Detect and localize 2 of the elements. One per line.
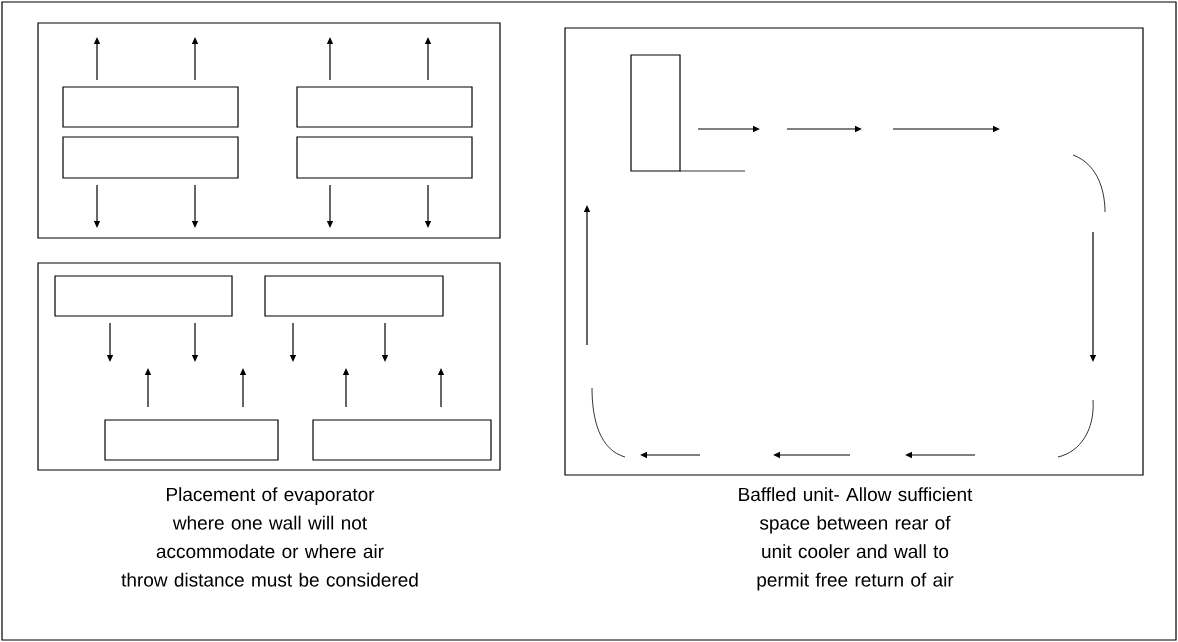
caption: Placement of evaporator where one wall will not accommodate or where air throw distance must be considered xyxy=(121,487,418,587)
caption: Baffled unit- Allow sufficient space between rear of unit cooler and wall to permit free return of air xyxy=(739,487,973,591)
